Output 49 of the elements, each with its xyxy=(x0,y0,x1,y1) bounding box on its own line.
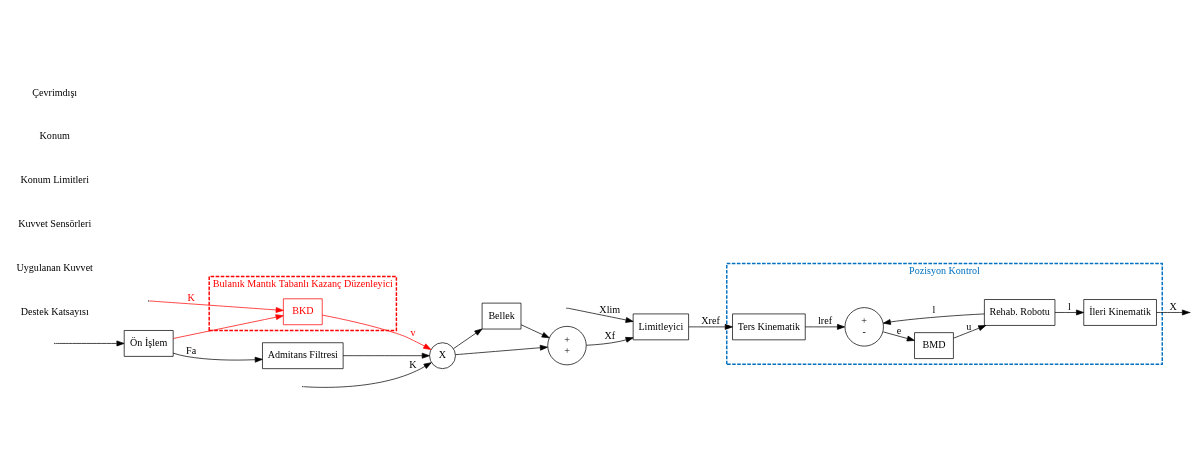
arrow xyxy=(55,340,125,346)
node-box: BKD xyxy=(283,297,323,325)
edge-label: Fa xyxy=(186,344,197,356)
edge-label: K xyxy=(409,358,417,370)
label: Uygulanan Kuvvet xyxy=(16,261,93,273)
arrow xyxy=(321,314,432,350)
edge-label: u xyxy=(966,320,972,332)
arrow xyxy=(455,344,548,355)
node-circle: X xyxy=(429,341,456,369)
edge-label: l xyxy=(1067,300,1071,312)
arrow xyxy=(149,300,284,313)
node-box: Limitleyici xyxy=(632,313,689,340)
edge-label: Xlim xyxy=(599,303,621,315)
edge-label: e xyxy=(896,324,902,336)
edge-label: X xyxy=(1169,300,1177,312)
node-circle: + + xyxy=(547,325,587,365)
arrow xyxy=(303,361,432,388)
node-box: Admitans Filtresi xyxy=(262,341,344,369)
label: Konum Limitleri xyxy=(20,173,90,185)
arrow xyxy=(1054,309,1084,315)
arrow xyxy=(520,323,550,338)
arrow xyxy=(342,352,430,359)
arrow xyxy=(172,352,263,363)
node-box: İleri Kinematik xyxy=(1083,298,1157,326)
node-circle: + - xyxy=(844,306,884,346)
label: Destek Katsayısı xyxy=(20,305,89,317)
arrow xyxy=(453,328,483,349)
edge-label: l xyxy=(932,303,936,315)
node-box: Ön İşlem xyxy=(123,329,174,357)
arrow xyxy=(586,336,634,346)
edge-label: lref xyxy=(818,314,833,326)
label: Kuvvet Sensörleri xyxy=(18,217,92,229)
node-box: Bellek xyxy=(481,302,522,329)
arrow xyxy=(953,324,987,339)
arrow xyxy=(882,331,915,341)
label: Konum xyxy=(39,129,70,141)
edge-label: v xyxy=(410,326,416,338)
arrow xyxy=(688,323,733,330)
edge-label: Xf xyxy=(604,329,616,341)
arrow xyxy=(805,323,845,330)
arrow xyxy=(172,313,284,339)
edge-label: Xref xyxy=(701,314,720,326)
arrow xyxy=(882,313,985,325)
node-box: Rehab. Robotu xyxy=(984,298,1056,326)
node-box: BMD xyxy=(914,331,954,359)
arrow xyxy=(567,307,634,323)
node-box: Ters Kinematik xyxy=(732,313,806,340)
label: Çevrimdışı xyxy=(32,86,78,98)
edge-label: K xyxy=(187,291,195,303)
